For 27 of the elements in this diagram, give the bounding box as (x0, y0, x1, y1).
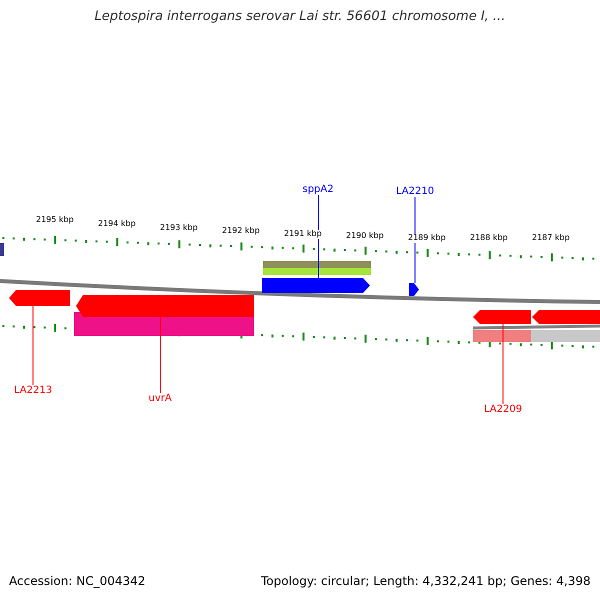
scale-label: 2191 kbp (284, 230, 322, 239)
gene-feature (473, 310, 531, 324)
gene-feature (9, 290, 70, 306)
leader-line (502, 324, 504, 404)
scale-label: 2195 kbp (36, 216, 74, 225)
gene-feature (262, 278, 370, 293)
scale-label: 2187 kbp (532, 234, 570, 243)
gene-feature (409, 283, 419, 296)
leader-line (32, 306, 34, 386)
scale-label: 2193 kbp (160, 224, 198, 233)
gene-label: LA2210 (396, 186, 434, 197)
leader-line (318, 194, 319, 278)
scale-label: 2190 kbp (346, 232, 384, 241)
scale-label: 2189 kbp (408, 234, 446, 243)
gene-feature (76, 295, 254, 317)
leader-line (414, 196, 416, 284)
gene-label: LA2209 (484, 404, 522, 415)
accession-text: Accession: NC_004342 (9, 575, 146, 588)
gene-label: uvrA (148, 393, 172, 404)
leader-line (160, 316, 161, 394)
summary-text: Topology: circular; Length: 4,332,241 bp; Genes: 4,398 (261, 575, 591, 588)
gene-label: sppA2 (302, 184, 334, 195)
title: Leptospira interrogans serovar Lai str. 56601 chromosome I, ... (94, 10, 506, 24)
scale-label: 2194 kbp (98, 220, 136, 229)
gene-label: LA2213 (14, 385, 52, 396)
scale-label: 2188 kbp (470, 234, 508, 243)
scale-label: 2192 kbp (222, 227, 260, 236)
